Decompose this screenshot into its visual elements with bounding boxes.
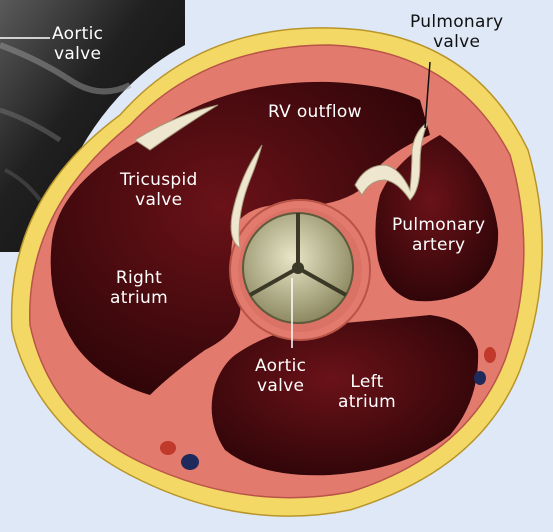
pulmonary-artery-label: Pulmonary artery [392, 215, 485, 255]
left-atrium-label: Left atrium [338, 372, 396, 412]
echo-aortic-valve-label: Aortic valve [52, 24, 103, 64]
tricuspid-valve-label: Tricuspid valve [120, 170, 198, 210]
pulmonary-valve-label: Pulmonary valve [410, 12, 503, 52]
rv-outflow-label: RV outflow [268, 102, 362, 122]
right-atrium-label: Right atrium [110, 268, 168, 308]
aortic-valve-label: Aortic valve [255, 356, 306, 396]
aortic-valve-leaflets [243, 213, 353, 323]
